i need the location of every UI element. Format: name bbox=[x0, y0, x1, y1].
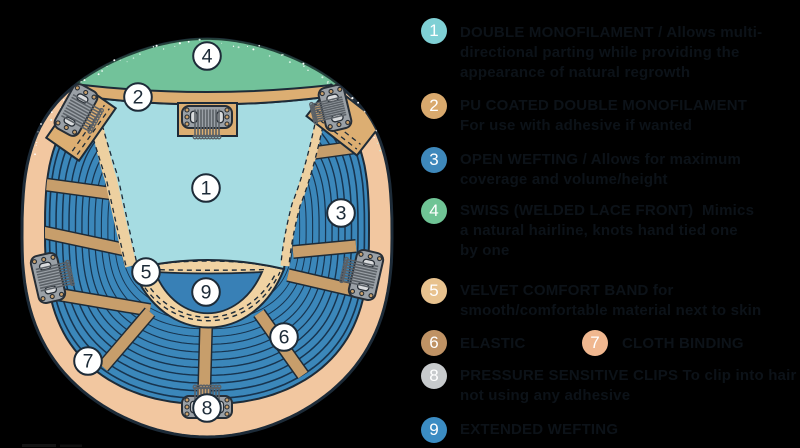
svg-text:1: 1 bbox=[201, 178, 212, 200]
svg-text:5: 5 bbox=[141, 262, 152, 284]
svg-text:4: 4 bbox=[202, 46, 213, 68]
svg-text:6: 6 bbox=[279, 327, 290, 349]
svg-text:9: 9 bbox=[201, 282, 212, 304]
svg-text:7: 7 bbox=[83, 351, 94, 373]
svg-text:8: 8 bbox=[202, 398, 213, 420]
svg-text:3: 3 bbox=[336, 203, 347, 225]
svg-text:2: 2 bbox=[133, 87, 144, 109]
